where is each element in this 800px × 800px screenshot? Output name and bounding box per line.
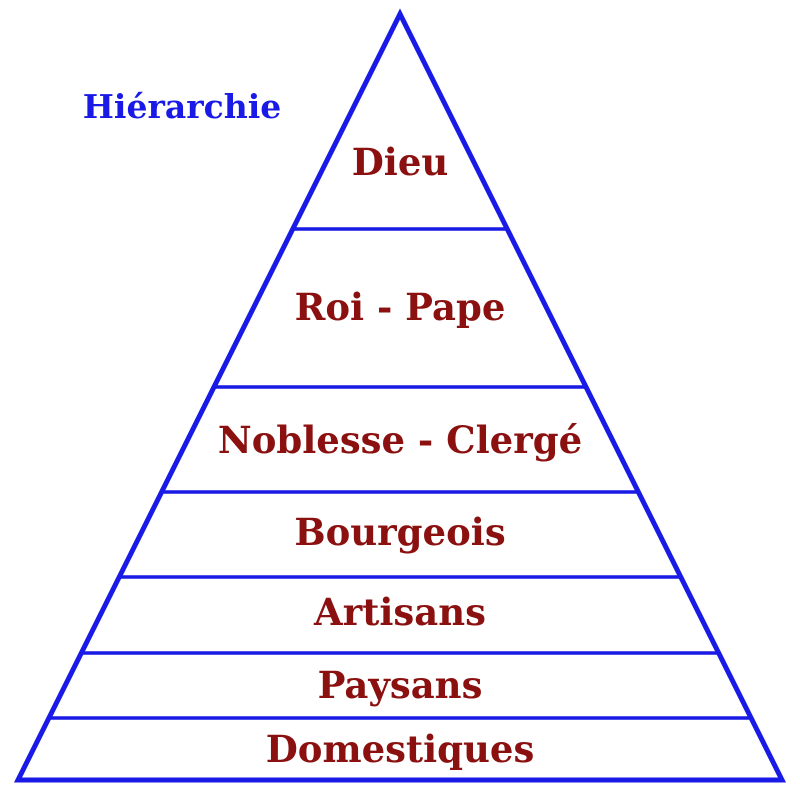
tier-label-roi-pape: Roi - Pape (295, 285, 506, 329)
tier-label-artisans: Artisans (313, 590, 486, 634)
diagram-title: Hiérarchie (83, 87, 281, 126)
pyramid-outline (13, 8, 787, 783)
tier-label-bourgeois: Bourgeois (294, 510, 505, 554)
tier-dividers (48, 227, 752, 720)
tier-label-dieu: Dieu (352, 140, 449, 184)
tier-label-paysans: Paysans (318, 663, 483, 707)
tier-label-domestiques: Domestiques (266, 727, 535, 771)
tier-label-noblesse-clerge: Noblesse - Clergé (218, 418, 582, 462)
